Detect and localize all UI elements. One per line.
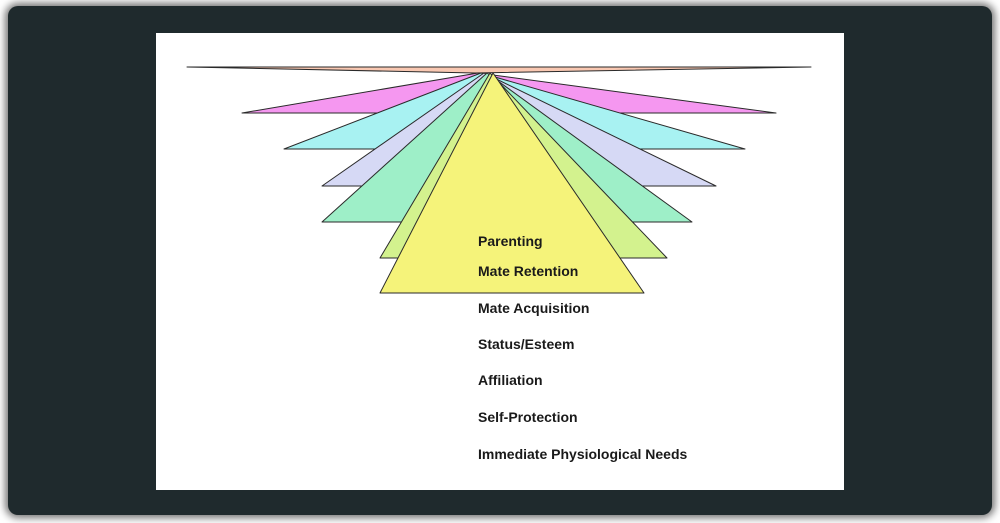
pyramid-layer: [379, 72, 645, 294]
layer-label-status-esteem: Status/Esteem: [478, 336, 574, 352]
layer-label-immediate-physiological-needs: Immediate Physiological Needs: [478, 446, 688, 462]
pyramid-layers: [186, 66, 812, 294]
pyramid-layer: [186, 66, 812, 74]
pyramid-diagram: Parenting Mate Retention Mate Acquisitio…: [156, 33, 844, 490]
pyramid-svg: Parenting Mate Retention Mate Acquisitio…: [186, 66, 812, 462]
layer-label-mate-acquisition: Mate Acquisition: [478, 300, 590, 316]
pyramid-labels: Parenting Mate Retention Mate Acquisitio…: [478, 233, 688, 462]
layer-label-mate-retention: Mate Retention: [478, 263, 578, 279]
layer-label-parenting: Parenting: [478, 233, 543, 249]
layer-label-self-protection: Self-Protection: [478, 409, 578, 425]
layer-label-affiliation: Affiliation: [478, 372, 543, 388]
